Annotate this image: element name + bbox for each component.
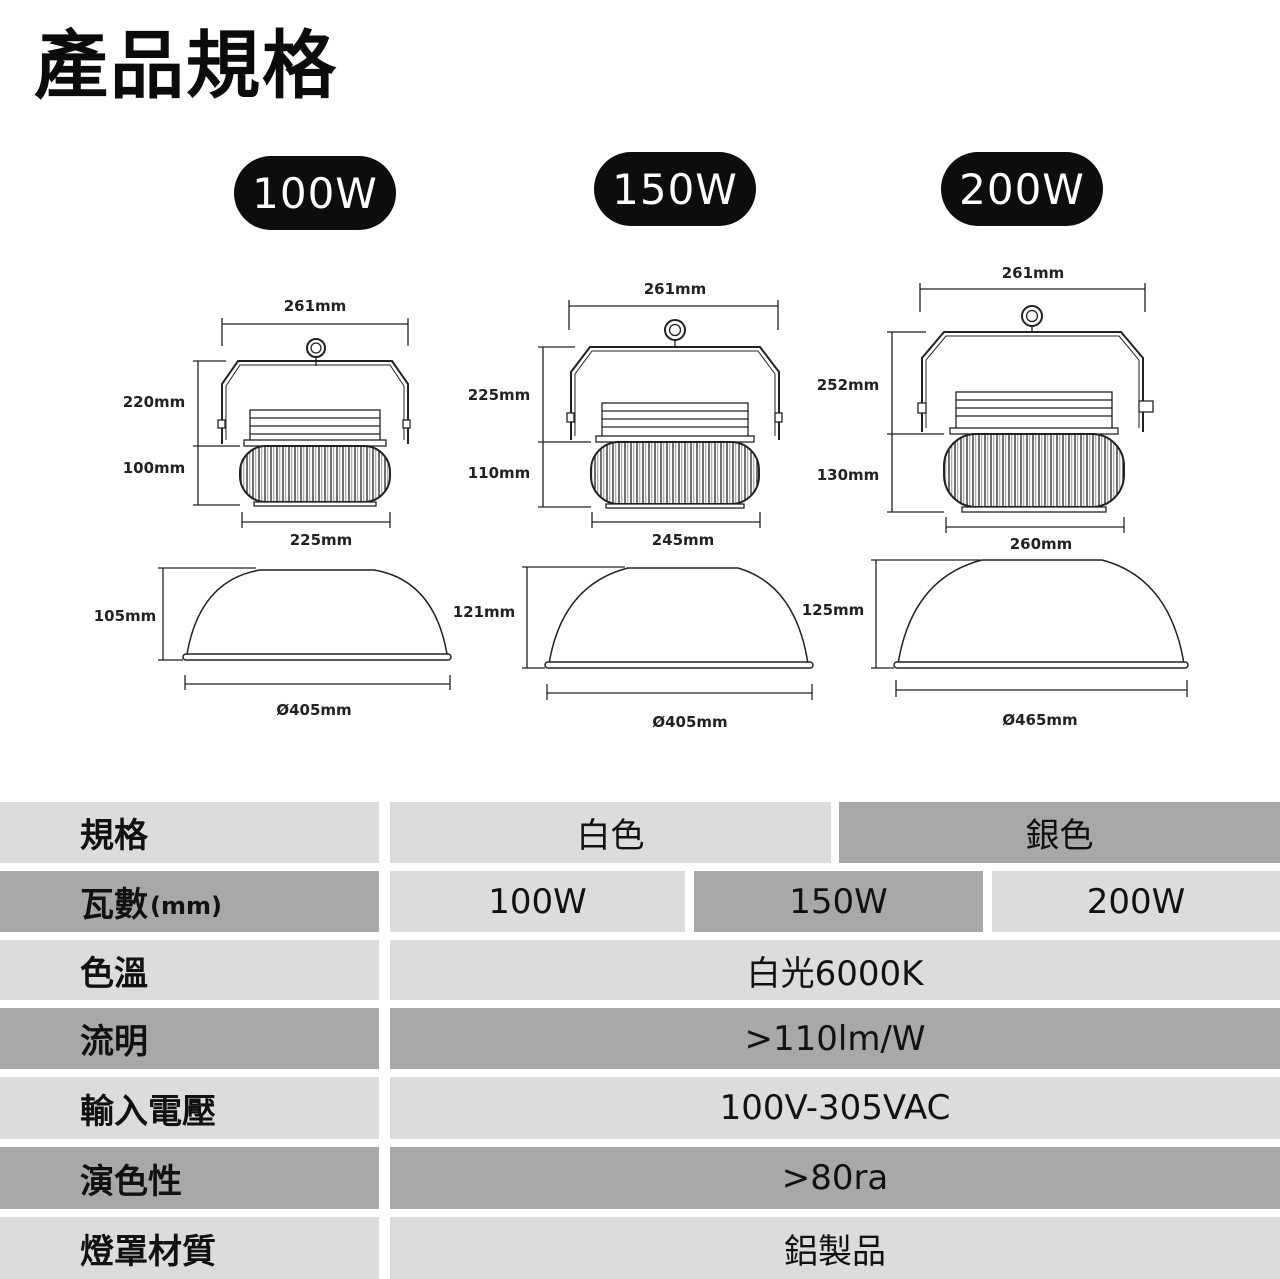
- row-label-material: 燈罩材質: [0, 1217, 379, 1279]
- dim-200w-top-width: 261mm: [1002, 264, 1065, 282]
- dim-100w-reflector-diameter: Ø405mm: [276, 701, 351, 719]
- dim-150w-driver-height: 110mm: [468, 464, 531, 482]
- row-label-color-temp: 色溫: [0, 940, 379, 1000]
- dim-200w-driver-width: 260mm: [1010, 535, 1073, 553]
- dim-200w-driver-height: 130mm: [817, 466, 880, 484]
- drawing-100w: [158, 318, 452, 690]
- wattage-unit: (mm): [150, 891, 222, 920]
- model-badge-150w: 150W: [594, 152, 756, 226]
- row-label-voltage: 輸入電壓: [0, 1077, 379, 1139]
- dim-100w-top-width: 261mm: [284, 297, 347, 315]
- cell-luminous: >110lm/W: [390, 1008, 1280, 1069]
- dim-100w-body-height: 220mm: [123, 393, 186, 411]
- row-label-luminous: 流明: [0, 1008, 379, 1069]
- dim-150w-body-height: 225mm: [468, 386, 531, 404]
- dim-200w-body-height: 252mm: [817, 376, 880, 394]
- drawing-200w: [871, 283, 1189, 697]
- cell-cri: >80ra: [390, 1147, 1280, 1209]
- wattage-label-text: 瓦數: [80, 885, 148, 925]
- dim-150w-reflector-height: 121mm: [453, 603, 516, 621]
- cell-color-temp: 白光6000K: [390, 940, 1280, 1000]
- cell-wattage-150: 150W: [694, 871, 983, 932]
- dim-100w-reflector-height: 105mm: [94, 607, 157, 625]
- model-badge-200w: 200W: [941, 152, 1103, 226]
- cell-white: 白色: [390, 802, 831, 863]
- row-label-cri: 演色性: [0, 1147, 379, 1209]
- cell-wattage-200: 200W: [992, 871, 1280, 932]
- page-title: 產品規格: [34, 23, 338, 109]
- dim-150w-top-width: 261mm: [644, 280, 707, 298]
- drawing-150w: [522, 300, 814, 700]
- dim-200w-reflector-diameter: Ø465mm: [1002, 711, 1077, 729]
- dim-150w-driver-width: 245mm: [652, 531, 715, 549]
- cell-material: 鋁製品: [390, 1217, 1280, 1279]
- dim-100w-driver-width: 225mm: [290, 531, 353, 549]
- cell-silver: 銀色: [839, 802, 1280, 863]
- row-label-spec: 規格: [0, 802, 379, 863]
- dimension-drawings: 261mm 220mm 100mm 225mm 105mm Ø405mm: [94, 264, 1189, 731]
- dim-200w-reflector-height: 125mm: [802, 601, 865, 619]
- model-badge-100w: 100W: [234, 156, 396, 230]
- cell-voltage: 100V-305VAC: [390, 1077, 1280, 1139]
- row-label-wattage: 瓦數(mm): [0, 871, 379, 932]
- cell-wattage-100: 100W: [390, 871, 685, 932]
- dim-100w-driver-height: 100mm: [123, 459, 186, 477]
- dim-150w-reflector-diameter: Ø405mm: [652, 713, 727, 731]
